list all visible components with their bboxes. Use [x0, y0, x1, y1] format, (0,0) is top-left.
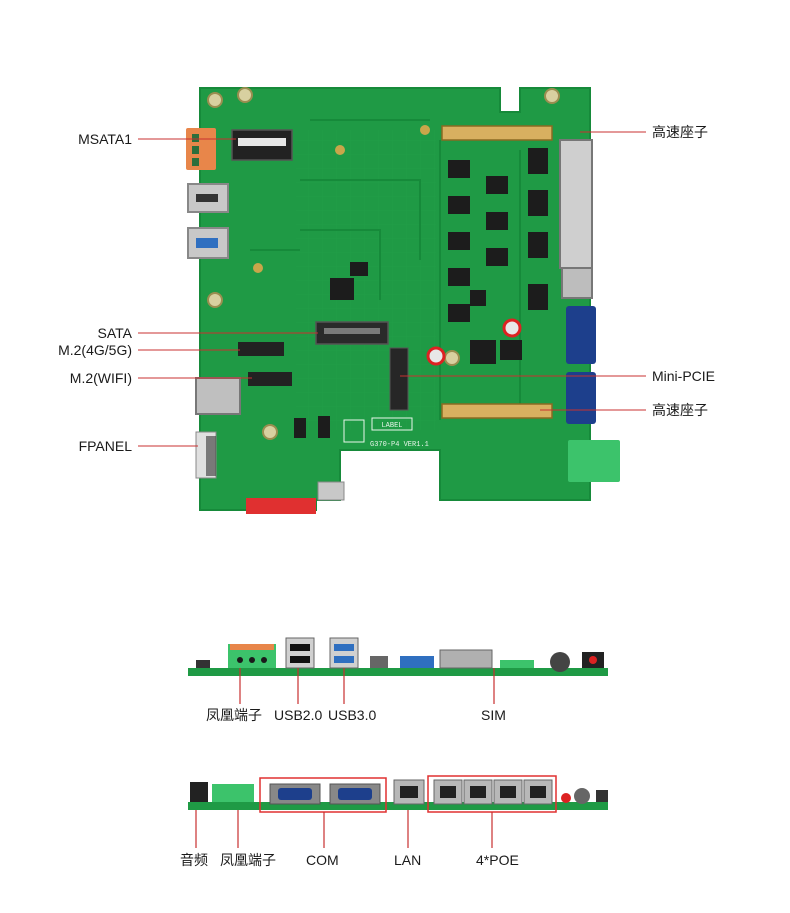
label-rear-com: COM — [306, 852, 339, 868]
rear-leaders — [195, 810, 493, 848]
top-hs-connector-1 — [441, 125, 553, 141]
rear-audio — [190, 782, 208, 802]
top-hs-connector-2 — [441, 403, 553, 419]
label-sata: SATA — [97, 325, 133, 341]
label-front-usb3: USB3.0 — [328, 707, 377, 723]
top-cap-1 — [502, 318, 522, 338]
top-phoenix-terminal — [186, 128, 216, 170]
label-m2-wifi: M.2(WIFI) — [69, 370, 132, 386]
silk-model: G370-P4 VER1.1 — [370, 441, 429, 449]
mounting-holes — [207, 87, 560, 440]
label-front-usb2: USB2.0 — [274, 707, 323, 723]
top-green-terminal — [568, 440, 620, 482]
label-front-sim: SIM — [481, 707, 506, 723]
top-cap-2 — [426, 346, 446, 366]
top-m2-4g5g-slot — [238, 342, 284, 356]
top-rj45-stack — [559, 139, 593, 299]
front-edge — [188, 637, 608, 676]
top-m2-wifi-slot — [248, 372, 292, 386]
top-sim-slot — [195, 377, 241, 415]
label-rear-audio: 音频 — [180, 852, 208, 868]
front-sim — [439, 649, 493, 669]
label-hs-connector-bottom: 高速座子 — [652, 402, 708, 418]
top-minipcie-slot — [389, 347, 409, 411]
label-msata: MSATA1 — [78, 131, 132, 147]
pcb-traces — [250, 119, 521, 420]
rear-poe-ports — [433, 779, 553, 805]
label-rear-phoenix: 凤凰端子 — [220, 852, 276, 868]
front-usb3 — [329, 637, 359, 669]
label-rear-poe: 4*POE — [476, 852, 519, 868]
label-mini-pcie: Mini-PCIE — [652, 368, 716, 384]
front-usb2 — [285, 637, 315, 669]
silk-label: LABEL — [381, 422, 402, 430]
label-hs-connector-top: 高速座子 — [652, 124, 708, 140]
rear-phoenix — [212, 784, 254, 802]
label-m2-4g5g: M.2(4G/5G) — [58, 342, 132, 358]
top-red-connector — [246, 498, 316, 514]
front-leaders — [239, 668, 495, 704]
rear-edge — [188, 775, 608, 813]
label-rear-lan: LAN — [394, 852, 422, 868]
top-com-ports — [566, 306, 596, 424]
top-poe-modules — [448, 148, 548, 322]
label-fpanel: FPANEL — [78, 438, 132, 454]
label-front-phoenix: 凤凰端子 — [206, 707, 262, 723]
top-ics — [294, 262, 522, 438]
top-bottom-usb — [317, 481, 345, 501]
top-pcb: LABEL G370-P4 VER1.1 — [186, 87, 620, 514]
top-leaders — [138, 131, 646, 447]
